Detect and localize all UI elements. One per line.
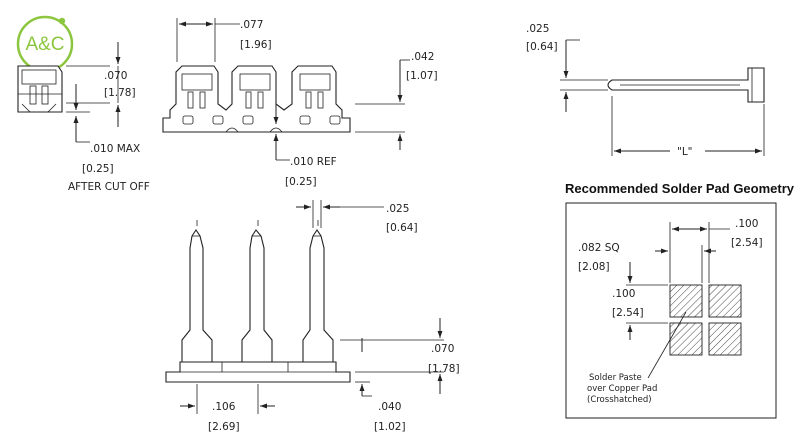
pin-pitch-inch: .106	[212, 401, 236, 413]
base-thick-inch: .040	[378, 401, 401, 413]
pad-vpitch-mm: [2.54]	[612, 307, 644, 319]
strip-inch: .042	[411, 51, 434, 63]
strip-mm: [1.07]	[406, 70, 438, 82]
pitch-mm: [1.96]	[240, 39, 272, 51]
pad-bottom-left	[669, 322, 703, 356]
pad-size-mm: [2.08]	[578, 261, 610, 273]
pad-title: Recommended Solder Pad Geometry	[565, 181, 795, 196]
pad-pitch-mm: [2.54]	[731, 237, 763, 249]
ref-inch: .010 REF	[290, 156, 337, 168]
base-height-inch: .070	[431, 343, 454, 355]
logo-dot	[58, 17, 66, 25]
height-inch: .070	[104, 70, 127, 82]
base-height-mm: [1.78]	[428, 363, 460, 375]
pad-size-inch: .082 SQ	[578, 242, 620, 254]
pad-top-left	[669, 284, 703, 318]
side-view-single	[17, 65, 63, 113]
pad-bottom-right	[708, 322, 742, 356]
thickness-inch: .025	[526, 23, 549, 35]
pad-vpitch-inch: .100	[612, 288, 635, 300]
ref-mm: [0.25]	[285, 176, 317, 188]
pitch-inch: .077	[240, 19, 263, 31]
cutoff-mm: [0.25]	[82, 163, 114, 175]
base-thick-mm: [1.02]	[374, 421, 406, 433]
pins-front-view	[165, 220, 351, 383]
pad-pitch-inch: .100	[735, 218, 758, 230]
cutoff-note: AFTER CUT OFF	[68, 181, 150, 193]
pad-note-line2: over Copper Pad	[587, 384, 657, 394]
pad-top-right	[708, 284, 742, 318]
brand-logo: A&C	[16, 15, 74, 73]
side-view-strip	[162, 65, 351, 133]
pin-side-view	[607, 67, 765, 103]
pin-width-inch: .025	[386, 203, 409, 215]
pin-width-mm: [0.64]	[386, 222, 418, 234]
pad-note-line1: Solder Paste	[589, 373, 642, 383]
cutoff-inch: .010 MAX	[90, 143, 140, 155]
thickness-mm: [0.64]	[526, 41, 558, 53]
pin-pitch-mm: [2.69]	[208, 421, 240, 433]
pad-note-line3: (Crosshatched)	[587, 395, 652, 405]
height-mm: [1.78]	[104, 87, 136, 99]
length-label: "L"	[677, 146, 693, 158]
logo-text: A&C	[25, 34, 64, 55]
pad-grid	[669, 284, 742, 356]
